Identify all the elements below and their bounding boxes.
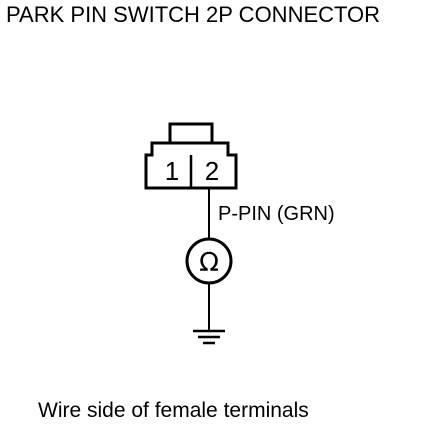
pin-2-label: 2 xyxy=(205,156,219,186)
connector-latch xyxy=(168,122,214,143)
pin-1-label: 1 xyxy=(165,156,179,186)
ground-icon xyxy=(193,329,225,345)
diagram-caption: Wire side of female terminals xyxy=(38,399,309,422)
ohm-symbol: Ω xyxy=(199,248,219,278)
diagram-title: PARK PIN SWITCH 2P CONNECTOR xyxy=(6,2,381,27)
connector-body xyxy=(144,141,238,190)
wire-label: P-PIN (GRN) xyxy=(218,203,335,225)
